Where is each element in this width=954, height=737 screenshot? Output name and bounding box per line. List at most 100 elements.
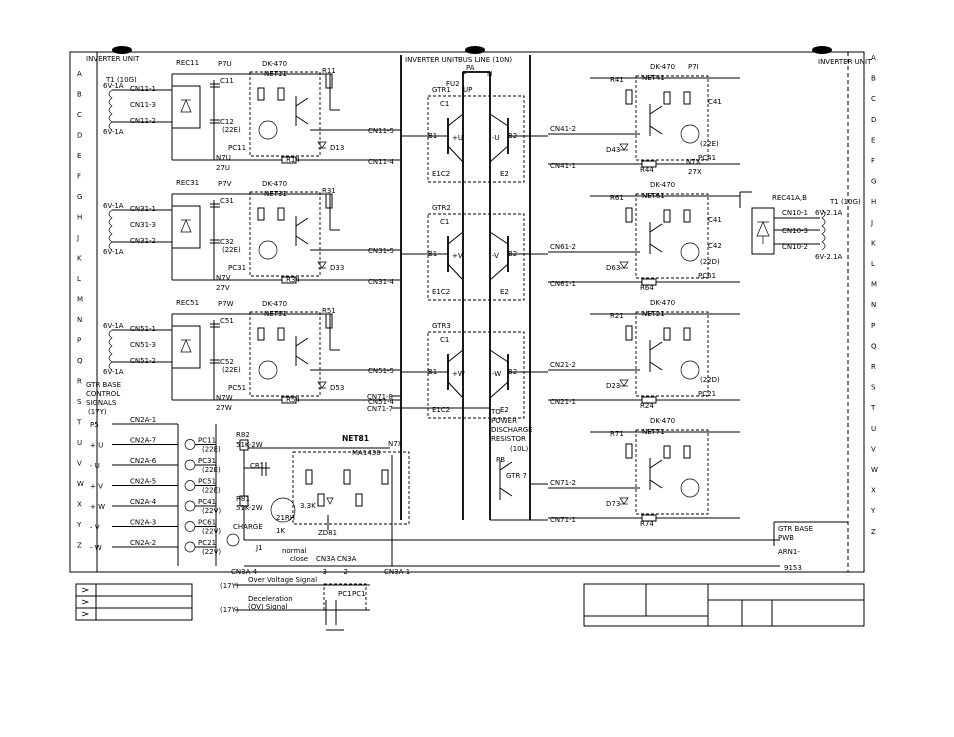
right-driver-block-1: DK-470NET41R41R44D43CN41-2CN41-1P7IPC41(… xyxy=(548,63,740,176)
gtr-dashed-outline xyxy=(427,95,525,183)
border-letter-right-F: F xyxy=(871,157,875,165)
legend-box xyxy=(75,583,193,621)
gtr-b2-label: B2 xyxy=(508,368,517,376)
r82-label: R82 xyxy=(236,431,250,439)
bus-line-wiring xyxy=(400,55,531,520)
cb1-label: CB1 xyxy=(250,462,264,470)
gtr-base-title3: SIGNALS xyxy=(86,399,117,407)
pc-label: PC31 xyxy=(228,264,246,272)
v-label: 27W xyxy=(216,404,232,412)
v2-label: 6V-1A xyxy=(103,248,124,256)
pcv-label: (22E) xyxy=(700,140,719,148)
rec41-v1-label: 6V-2.1A xyxy=(815,209,842,217)
v-label: 27X xyxy=(688,168,702,176)
d-label: D63 xyxy=(606,264,620,272)
r81-value: 51K-2W xyxy=(236,504,263,512)
n-label: N7U xyxy=(216,154,231,162)
c-label: C41 xyxy=(708,98,722,106)
dk-label: DK-470 xyxy=(650,63,675,71)
gtr-base-title1: GTR BASE xyxy=(86,381,121,389)
dk-label: DK-470 xyxy=(650,299,675,307)
photocoupler-label: PC11 xyxy=(198,437,216,445)
gtr-base-pwb-3: ARN1- xyxy=(778,548,800,556)
c1-label: C11 xyxy=(220,77,234,85)
pc-label: PC41 xyxy=(698,154,716,162)
c2-label: C42 xyxy=(708,242,722,250)
sheet-frame xyxy=(69,51,865,573)
border-letter-right-Q: Q xyxy=(871,342,877,350)
photocoupler-ref: (22V) xyxy=(202,507,221,515)
gtr-e2-label: E2 xyxy=(500,170,509,178)
cn-c-label: CN31-2 xyxy=(130,237,156,245)
gtr-c-label: C1 xyxy=(440,336,449,344)
n-label: N7V xyxy=(216,274,231,282)
rb-label: R24 xyxy=(640,402,654,410)
cn3a-2-pin: -2 xyxy=(341,568,348,576)
net-label: NET41 xyxy=(642,74,665,82)
border-letter-left-J: J xyxy=(76,234,79,242)
dk-label: DK-470 xyxy=(262,300,287,308)
signal-connector: CN2A-3 xyxy=(130,519,156,527)
v-label: 27V xyxy=(216,284,230,292)
gtr-minus-label: -U xyxy=(492,134,500,142)
binder-mark-right xyxy=(812,46,832,54)
rb-label: R34 xyxy=(286,276,300,284)
signal-name: + V xyxy=(90,483,103,491)
cn-out2-label: CN21-1 xyxy=(550,398,576,406)
gtr-dashed-outline xyxy=(427,331,525,419)
c1-label: C41 xyxy=(708,216,722,224)
zd81-label: ZD81 xyxy=(318,529,337,537)
gtr-e1-label: E1C2 xyxy=(432,406,450,414)
pcv-label: (22D) xyxy=(700,376,720,384)
dk470-module xyxy=(249,191,321,277)
border-letter-left-Y: Y xyxy=(76,521,82,529)
border-letter-left-X: X xyxy=(77,501,82,509)
c2-label: C52 xyxy=(220,358,234,366)
border-letter-left-T: T xyxy=(76,419,82,427)
d-label: D43 xyxy=(606,146,620,154)
pc1b-label: PC1 xyxy=(352,590,366,598)
tr-label: 3.3K xyxy=(300,502,316,510)
border-letter-left-M: M xyxy=(77,296,83,304)
d-label: D73 xyxy=(606,500,620,508)
charge-label: CHARGE xyxy=(233,523,263,531)
v2-label: 6V-1A xyxy=(103,128,124,136)
net81-block xyxy=(226,439,780,567)
border-letter-right-S: S xyxy=(871,384,876,392)
gtr-base-pwb-1: GTR BASE xyxy=(778,525,813,533)
rectifier-box xyxy=(171,325,201,369)
net-label: NET31 xyxy=(264,190,287,198)
net-label: NET71 xyxy=(642,428,665,436)
pc-label: PC21 xyxy=(698,390,716,398)
signal-connector: CN2A-6 xyxy=(130,457,157,465)
border-letter-right-Z: Z xyxy=(871,528,876,536)
transformer-coil xyxy=(108,329,113,371)
pc-label: PC51 xyxy=(228,384,246,392)
border-letter-left-A: A xyxy=(77,70,82,78)
rb-label: R64 xyxy=(640,284,654,292)
fu2-label: FU2 xyxy=(446,80,460,88)
n-label: N7X xyxy=(686,158,701,166)
cn-out2-label: CN11-4 xyxy=(368,158,395,166)
cn-out2-label: CN31-4 xyxy=(368,278,395,286)
net-label: NET51 xyxy=(264,310,287,318)
dk-label: DK-470 xyxy=(262,180,287,188)
gtr-base-code: (17Y) xyxy=(88,408,107,416)
cn-b-label: CN51-3 xyxy=(130,341,156,349)
inverter-unit-left-label: INVERTER UNIT xyxy=(86,55,140,63)
t1-right-label: T1 (10G) xyxy=(829,198,861,206)
c1-label: C51 xyxy=(220,317,234,325)
d-label: D33 xyxy=(330,264,344,272)
gtr-base-title2: CONTROL xyxy=(86,390,120,398)
cn-a-label: CN11-1 xyxy=(130,85,156,93)
border-letter-right-Y: Y xyxy=(870,507,876,515)
border-letter-right-J: J xyxy=(870,219,873,227)
d-label: D13 xyxy=(330,144,344,152)
c2-label: C12 xyxy=(220,118,234,126)
dk470-module xyxy=(635,75,709,161)
pcv-label: (22D) xyxy=(700,258,720,266)
